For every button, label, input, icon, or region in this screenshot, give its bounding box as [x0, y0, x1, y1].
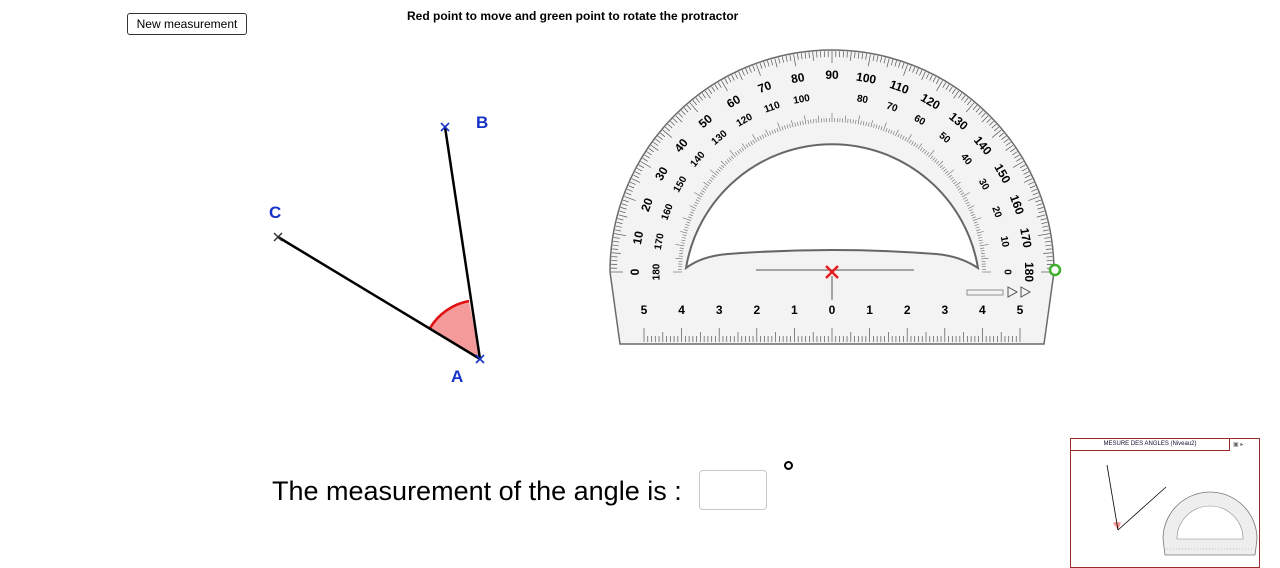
protractor-ruler-label: 4: [678, 303, 685, 317]
label-point-b: B: [476, 113, 488, 132]
protractor-outer-label: 110: [888, 77, 911, 97]
protractor-outer-label: 90: [825, 68, 839, 82]
protractor-inner-label: 70: [885, 101, 900, 115]
protractor-inner-ticks: [673, 113, 991, 273]
protractor-outer-ticks: [611, 51, 1053, 273]
protractor-ruler-scale: 5 4 3 2 1 0 1 2 3 4 5: [641, 303, 1024, 317]
thumbnail-tools-icon: ▣ ▸: [1233, 442, 1244, 448]
thumbnail-preview: [1106, 464, 1258, 556]
direction-arrows-icon: [966, 286, 1032, 298]
degree-symbol: [784, 461, 793, 470]
protractor-ruler-label: 5: [1017, 303, 1024, 317]
protractor-outer-label: 10: [630, 230, 646, 246]
protractor-ruler-ticks: [643, 328, 1021, 342]
protractor-inner-label: 0: [1001, 269, 1012, 275]
protractor-outer-label: 30: [652, 164, 671, 183]
protractor-ruler-label: 2: [753, 303, 760, 317]
new-measurement-button[interactable]: New measurement: [127, 13, 247, 35]
ray-ac: [277, 235, 481, 361]
ray-ab: [443, 126, 482, 360]
label-point-c: C: [269, 203, 281, 222]
protractor-outer-label: 60: [724, 92, 743, 111]
angle-answer-input[interactable]: [699, 470, 767, 510]
angle-sector: [430, 301, 480, 359]
instruction-text: Red point to move and green point to rot…: [407, 9, 739, 23]
thumbnail-title: MESURE DES ANGLES (Niveau2): [1071, 439, 1230, 451]
protractor-outer-label: 160: [1007, 193, 1027, 217]
protractor-outer-label: 0: [628, 268, 642, 275]
protractor-outer-label: 100: [855, 70, 877, 87]
angle-arc: [428, 299, 470, 329]
protractor-outer-label: 70: [756, 78, 774, 96]
point-a[interactable]: [475, 354, 485, 364]
protractor-outer-label: 20: [638, 196, 656, 214]
activity-thumbnail[interactable]: MESURE DES ANGLES (Niveau2) ▣ ▸: [1070, 438, 1260, 568]
protractor-ruler-label: 1: [791, 303, 798, 317]
point-b[interactable]: [440, 122, 450, 132]
protractor-inner-label: 60: [912, 113, 928, 128]
protractor-ruler-label: 0: [829, 303, 836, 317]
protractor-inner-label: 160: [660, 202, 676, 222]
protractor-outer-label: 170: [1017, 227, 1034, 249]
protractor-inner-label: 20: [989, 205, 1003, 220]
protractor-ruler-label: 3: [941, 303, 948, 317]
protractor-ruler-label: 3: [716, 303, 723, 317]
protractor-inner-label: 110: [763, 100, 782, 116]
protractor-inner-label: 10: [998, 235, 1011, 248]
protractor-ruler-label: 2: [904, 303, 911, 317]
point-c[interactable]: [273, 232, 283, 242]
move-point-marker[interactable]: [825, 265, 839, 279]
protractor-inner-label: 100: [792, 93, 811, 107]
protractor-inner-label: 30: [976, 177, 991, 193]
protractor-window: [684, 143, 980, 271]
label-point-a: A: [451, 367, 463, 386]
protractor-outer-label: 180: [1022, 262, 1036, 282]
protractor-ruler-label: 1: [866, 303, 873, 317]
rotate-handle[interactable]: [1048, 263, 1062, 277]
protractor-ruler-label: 4: [979, 303, 986, 317]
protractor-inner-label: 80: [856, 93, 869, 106]
protractor-ruler-label: 5: [641, 303, 648, 317]
protractor-inner-label: 170: [653, 232, 667, 251]
protractor-inner-label: 180: [652, 263, 663, 280]
protractor-outer-label: 80: [790, 70, 806, 86]
answer-label: The measurement of the angle is :: [272, 476, 682, 506]
angle-figure: A B C: [269, 113, 488, 386]
